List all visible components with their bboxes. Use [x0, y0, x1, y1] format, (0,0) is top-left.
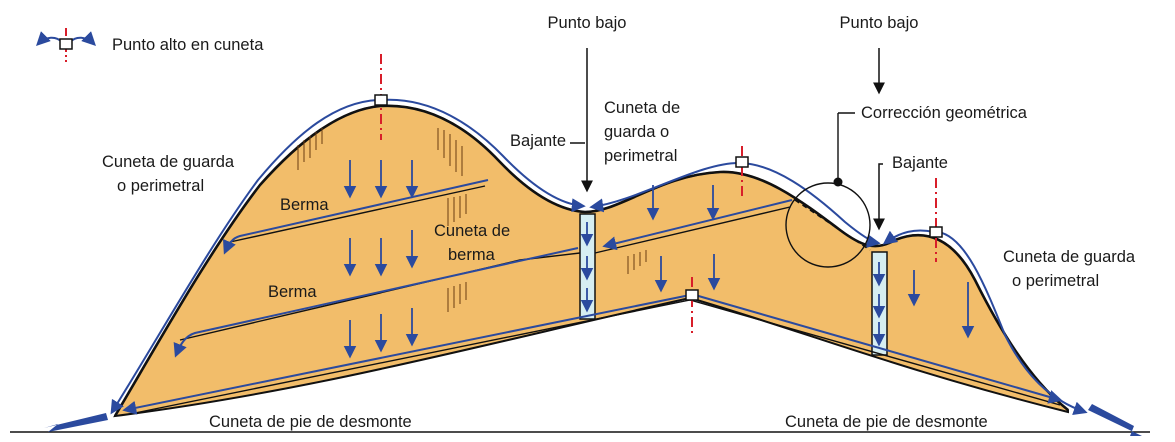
center-ditch-label-3: perimetral [604, 147, 677, 165]
legend: Punto alto en cuneta [36, 28, 264, 62]
berm-ditch-label-1: Cuneta de [434, 222, 510, 240]
legend-text: Punto alto en cuneta [112, 36, 264, 54]
berm-label-1: Berma [280, 196, 329, 214]
left-guard-ditch-label-1: Cuneta de guarda [102, 153, 235, 171]
slope-hatching [297, 128, 647, 312]
toe-ditch-label-left: Cuneta de pie de desmonte [209, 413, 412, 431]
high-point-markers [374, 94, 943, 301]
center-ditch-label-2: guarda o [604, 123, 669, 141]
berm-ditch-label-2: berma [448, 246, 496, 264]
exit-arrow-left [44, 413, 108, 432]
low-point-label-2: Punto bajo [840, 14, 919, 32]
downpipe-label-2: Bajante [892, 154, 948, 172]
downpipe-flow-arrows [580, 222, 886, 347]
correction-circle [785, 182, 871, 268]
exit-arrow-right [1088, 404, 1142, 436]
geometric-correction-label: Corrección geométrica [861, 104, 1028, 122]
high-point-icon [36, 28, 96, 62]
perimeter-ditch-center-right [589, 161, 741, 213]
center-ditch-label-1: Cuneta de [604, 99, 680, 117]
toe-ditch-label-right: Cuneta de pie de desmonte [785, 413, 988, 431]
perimeter-ditch-center-left [381, 98, 586, 213]
pointer-arrows [570, 48, 885, 231]
berm-label-2: Berma [268, 283, 317, 301]
low-point-label-1: Punto bajo [548, 14, 627, 32]
geometric-correction-line [794, 199, 871, 251]
left-guard-ditch-label-2: o perimetral [117, 177, 204, 195]
perimeter-ditch-right-a [741, 162, 881, 249]
infiltration-arrows [343, 160, 975, 359]
right-guard-ditch-label-2: o perimetral [1012, 272, 1099, 290]
berm-ditches [122, 179, 1063, 415]
right-guard-ditch-label-1: Cuneta de guarda [1003, 248, 1136, 266]
downpipe-label-1: Bajante [510, 132, 566, 150]
perimeter-ditch-left [110, 99, 379, 415]
